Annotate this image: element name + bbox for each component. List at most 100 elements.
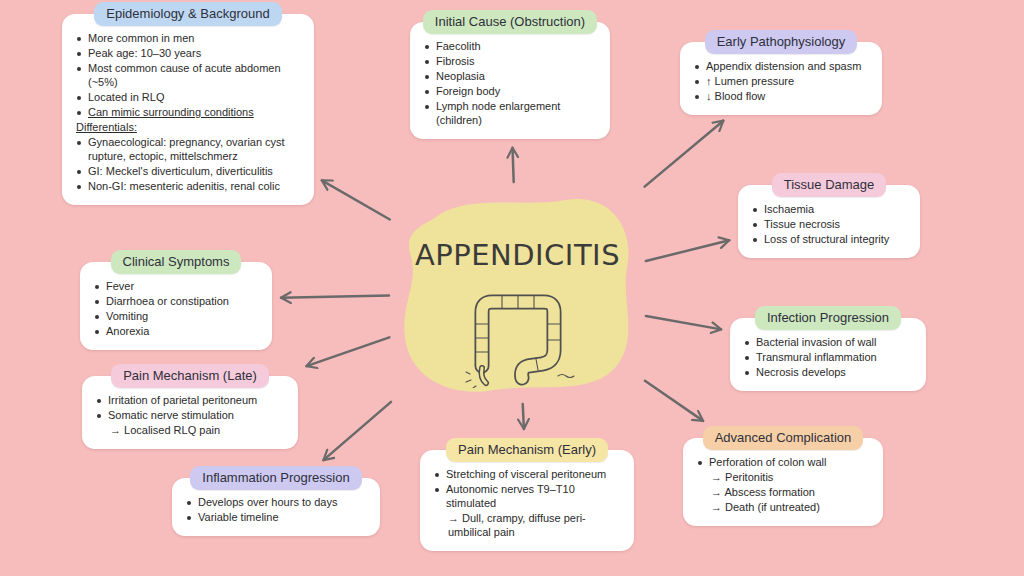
list-row: → Abscess formation (697, 486, 871, 500)
list-item: → Localised RLQ pain (110, 424, 220, 436)
list-row: Perforation of colon wall (697, 456, 871, 470)
list-row: Differentials: (76, 121, 302, 135)
list-item: → Dull, crampy, diffuse peri-umbilical p… (448, 512, 586, 538)
list-row: Autonomic nerves T9–T10 stimulated (434, 483, 622, 511)
list-row: Non-GI: mesenteric adenitis, renal colic (76, 180, 302, 194)
list-row: Faecolith (424, 40, 598, 54)
header-row: Early Pathophysiology (680, 30, 882, 54)
list-item: Loss of structural integrity (764, 233, 889, 245)
list-item: Lymph node enlargement (children) (436, 100, 560, 126)
list-row: Most common cause of acute abdomen (~5%) (76, 62, 302, 90)
list-item: Tissue necrosis (764, 218, 840, 230)
list-item: Develops over hours to days (198, 496, 337, 508)
header-pill: Infection Progression (755, 306, 901, 330)
list-item: Fever (106, 280, 134, 292)
bullet-dot (187, 501, 191, 505)
header-row: Inflammation Progression (172, 466, 380, 490)
list-item: Appendix distension and spasm (706, 60, 861, 72)
list-row: → Death (if untreated) (697, 501, 871, 515)
topic-box: Pain Mechanism (Early)Stretching of visc… (420, 438, 634, 551)
content-panel: FaecolithFibrosisNeoplasiaForeign bodyLy… (410, 22, 610, 139)
topic-box: Early PathophysiologyAppendix distension… (680, 30, 882, 115)
list-row: Neoplasia (424, 70, 598, 84)
header-pill: Clinical Symptoms (111, 250, 242, 274)
bullet-dot (77, 141, 81, 145)
bullet-dot (77, 96, 81, 100)
list-row: Bacterial invasion of wall (744, 336, 914, 350)
list-item: Diarrhoea or constipation (106, 295, 229, 307)
bullet-dot (695, 80, 699, 84)
list-row: Diarrhoea or constipation (94, 295, 260, 309)
connector-arrow (322, 180, 390, 219)
bullet-dot (753, 238, 757, 242)
list-row: → Peritonitis (697, 471, 871, 485)
list-row: ↑ Lumen pressure (694, 75, 870, 89)
list-item: Gynaecological: pregnancy, ovarian cyst … (88, 136, 285, 162)
list-item: ↑ Lumen pressure (706, 75, 794, 87)
list-row: ↓ Blood flow (694, 90, 870, 104)
header-pill: Tissue Damage (772, 173, 887, 197)
connector-arrow (646, 316, 721, 329)
bullet-dot (77, 67, 81, 71)
bullet-dot (745, 371, 749, 375)
blob-outline (404, 199, 628, 392)
connector-arrow (513, 148, 514, 182)
bullet-dot (77, 185, 81, 189)
connector-arrow (281, 296, 389, 298)
topic-box: Advanced ComplicationPerforation of colo… (683, 426, 883, 526)
bullet-dot (77, 170, 81, 174)
list-item: Anorexia (106, 325, 149, 337)
list-item: Vomiting (106, 310, 148, 322)
list-item: Necrosis develops (756, 366, 846, 378)
list-item: Fibrosis (436, 55, 475, 67)
list-item: Stretching of visceral peritoneum (446, 468, 606, 480)
list-row: Tissue necrosis (752, 218, 908, 232)
content-panel: Perforation of colon wall → Peritonitis → … (683, 438, 883, 526)
list-row: Located in RLQ (76, 91, 302, 105)
list-item: ↓ Blood flow (706, 90, 765, 102)
list-row: Anorexia (94, 325, 260, 339)
topic-box: Epidemiology & BackgroundMore common in … (62, 2, 314, 205)
connector-arrow (646, 240, 729, 261)
bullet-dot (77, 111, 81, 115)
bullet-dot (95, 330, 99, 334)
header-row: Advanced Complication (683, 426, 883, 450)
list-row: Stretching of visceral peritoneum (434, 468, 622, 482)
bullet-dot (95, 285, 99, 289)
connector-arrow (645, 381, 703, 421)
topic-box: Pain Mechanism (Late) Irritation of parie… (82, 364, 298, 449)
list-row: Fever (94, 280, 260, 294)
list-row: Foreign body (424, 85, 598, 99)
bullet-dot (695, 65, 699, 69)
connector-arrow (323, 402, 391, 460)
list-item: Non-GI: mesenteric adenitis, renal colic (88, 180, 280, 192)
list-row: Transmural inflammation (744, 351, 914, 365)
list-item: → Death (if untreated) (711, 501, 820, 513)
list-row: Gynaecological: pregnancy, ovarian cyst … (76, 136, 302, 164)
topic-box: Inflammation ProgressionDevelops over ho… (172, 466, 380, 536)
list-item: GI: Meckel's diverticulum, diverticuliti… (88, 165, 273, 177)
list-item: Faecolith (436, 40, 481, 52)
bullet-dot (745, 341, 749, 345)
topic-box: Infection ProgressionBacterial invasion … (730, 306, 926, 391)
header-pill: Epidemiology & Background (94, 2, 281, 26)
list-row: Irritation of parietal peritoneum (96, 394, 286, 408)
list-item: → Peritonitis (711, 471, 773, 483)
bullet-dot (95, 300, 99, 304)
list-item: Perforation of colon wall (709, 456, 826, 468)
list-row: → Localised RLQ pain (96, 424, 286, 438)
list-row: Ischaemia (752, 203, 908, 217)
bullet-dot (425, 75, 429, 79)
bullet-dot (425, 45, 429, 49)
content-panel: More common in menPeak age: 10–30 yearsM… (62, 14, 314, 205)
list-item: Autonomic nerves T9–T10 stimulated (446, 483, 575, 509)
header-pill: Advanced Complication (703, 426, 864, 450)
list-item: Neoplasia (436, 70, 485, 82)
header-pill: Pain Mechanism (Late) (111, 364, 269, 388)
list-row: Develops over hours to days (186, 496, 368, 510)
bullet-dot (77, 37, 81, 41)
bullet-dot (425, 60, 429, 64)
list-row: More common in men (76, 32, 302, 46)
list-row: → Dull, crampy, diffuse peri-umbilical p… (434, 512, 622, 540)
